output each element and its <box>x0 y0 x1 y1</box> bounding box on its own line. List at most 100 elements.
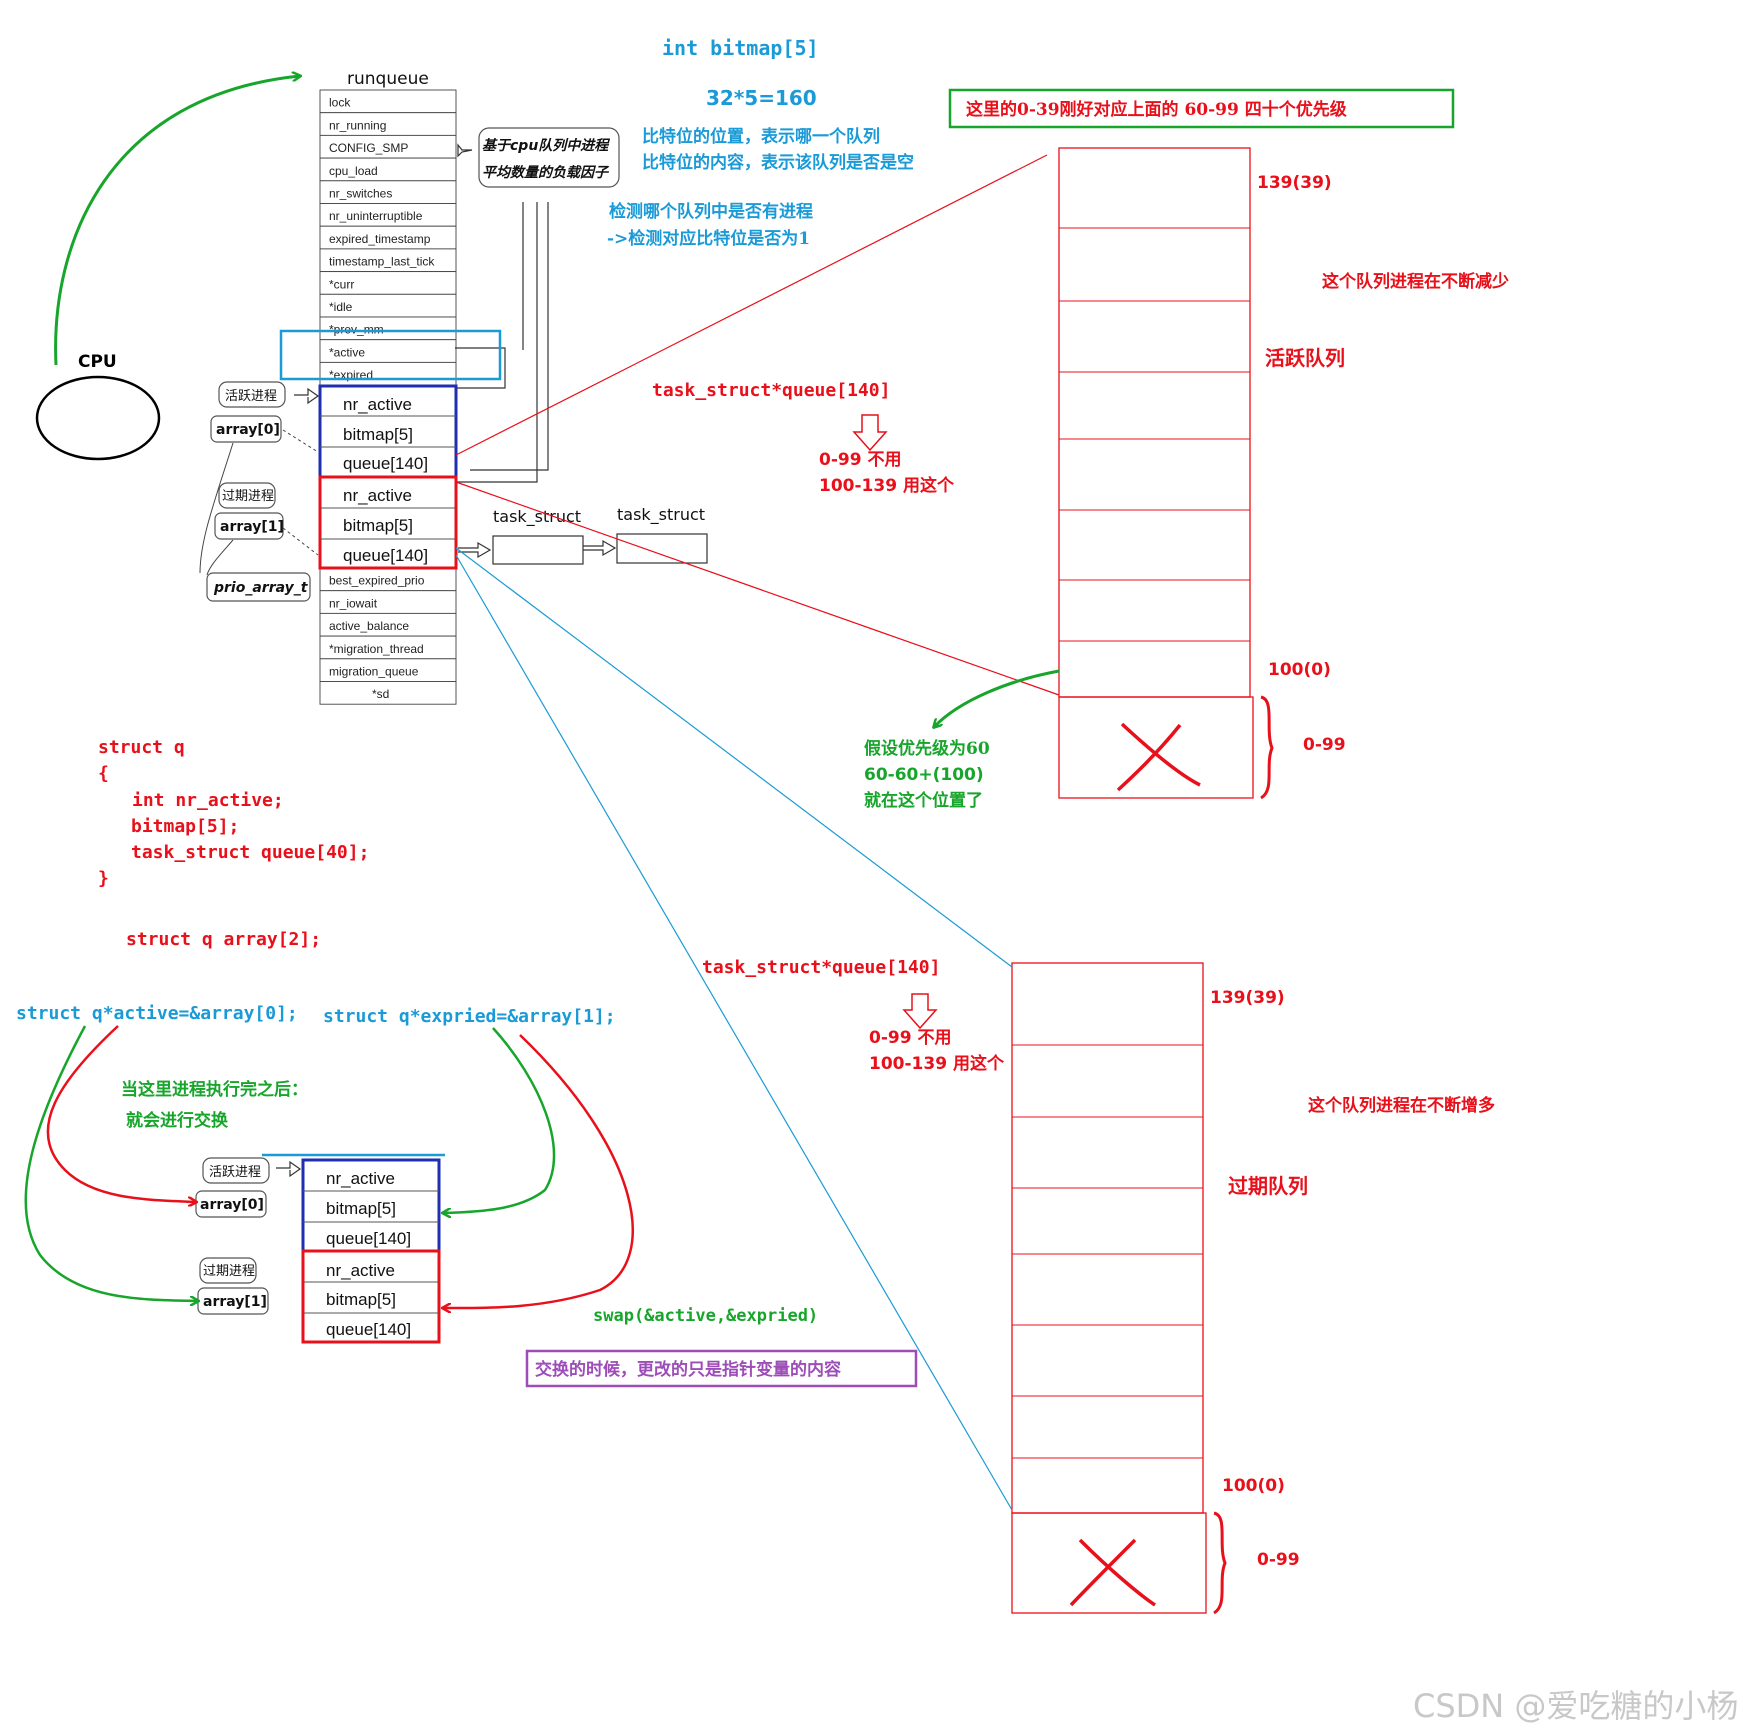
queue-decl-top: task_struct*queue[140] <box>652 380 890 401</box>
bottom-array1-label: array[1] <box>203 1294 267 1310</box>
active-queue-name: 活跃队列 <box>1265 346 1345 370</box>
active-queue <box>1058 147 1274 800</box>
used-note-top: 100-139 用这个 <box>819 475 955 496</box>
down-arrow-bottom <box>902 993 938 1030</box>
runqueue-title: runqueue <box>347 69 429 89</box>
active-pointer-decl: struct q*active=&array[0]; <box>16 1003 298 1024</box>
prio-labels-top: 活跃进程 array[0] 过期进程 array[1] prio_array_t <box>199 381 320 602</box>
expired-queue-name: 过期队列 <box>1228 1174 1308 1198</box>
bottom-active-bitmap: bitmap[5] <box>326 1199 396 1218</box>
assume-priority-2: 60-60+(100) <box>864 765 984 785</box>
bitmap-declaration: int bitmap[5] <box>662 36 819 60</box>
queue-decl-bottom: task_struct*queue[140] <box>702 957 940 978</box>
runqueue-bottom-field: *sd <box>372 687 389 701</box>
unused-note-top: 0-99 不用 <box>819 450 901 470</box>
active-queue-link-top <box>455 154 1048 456</box>
runqueue-top-field: *prev_mm <box>329 323 384 337</box>
active-queue-top-label: 139(39) <box>1257 173 1332 193</box>
mapping-note-box: 这里的0-39刚好对应上面的 60-99 四十个优先级 <box>948 88 1455 129</box>
runqueue-top-field: expired_timestamp <box>329 232 431 246</box>
swap-arrows <box>24 1025 634 1308</box>
swap-call: swap(&active,&expried) <box>593 1306 818 1326</box>
expired-queue-trend: 这个队列进程在不断增多 <box>1308 1095 1495 1116</box>
runqueue-bottom-field: nr_iowait <box>329 596 378 610</box>
detect-note-2: ->检测对应比特位是否为1 <box>607 228 810 249</box>
bottom-expired-bitmap: bitmap[5] <box>326 1290 396 1309</box>
expired-nr-active: nr_active <box>343 486 412 505</box>
runqueue-connector-lines <box>455 202 549 483</box>
active-process-label: 活跃进程 <box>225 389 277 404</box>
bottom-active-queue: queue[140] <box>326 1229 411 1248</box>
code-line-3: int nr_active; <box>132 790 284 811</box>
runqueue-bottom-field: best_expired_prio <box>329 574 425 588</box>
expired-queue-bottom-label: 100(0) <box>1222 1476 1285 1496</box>
runqueue-bottom-field: *migration_thread <box>329 642 424 656</box>
runqueue-top-field: nr_uninterruptible <box>329 209 423 223</box>
runqueue-top-field: cpu_load <box>329 164 378 178</box>
runqueue-fields-bottom: best_expired_prio nr_iowait active_balance… <box>319 567 457 705</box>
expired-queue-link-bottom <box>455 554 1013 1511</box>
expired-queue-top-label: 139(39) <box>1210 988 1285 1008</box>
runqueue-top-field: *active <box>329 345 365 359</box>
swap-note-box: 交换的时候，更改的只是指针变量的内容 <box>525 1349 918 1388</box>
down-arrow-top <box>852 414 888 452</box>
expired-process-label: 过期进程 <box>222 489 274 504</box>
runqueue-top-field: timestamp_last_tick <box>329 255 435 269</box>
bottom-prio-array-expired: nr_active bitmap[5] queue[140] <box>301 1249 441 1344</box>
runqueue-bottom-field: active_balance <box>329 619 409 633</box>
watermark: CSDN @爱吃糖的小杨 <box>1413 1687 1738 1725</box>
code-line-5: task_struct queue[40]; <box>131 842 369 863</box>
task-struct-label-1: task_struct <box>493 507 581 527</box>
cpu-to-runqueue-arrow <box>54 76 300 366</box>
bottom-active-nr-active: nr_active <box>326 1169 395 1188</box>
after-exec-note-2: 就会进行交换 <box>126 1110 229 1131</box>
assume-priority-1: 假设优先级为60 <box>864 738 990 759</box>
load-note-line1: 基于cpu队列中进程 <box>482 137 610 154</box>
active-nr-active: nr_active <box>343 395 412 414</box>
prio-array-expired: nr_active bitmap[5] queue[140] <box>318 475 458 570</box>
bottom-expired-process-label: 过期进程 <box>203 1264 255 1279</box>
bit-position-note: 比特位的位置，表示哪一个队列 <box>642 126 880 147</box>
runqueue-top-field: lock <box>329 96 351 110</box>
active-queue-reserved-label: 0-99 <box>1303 735 1346 755</box>
active-queue: queue[140] <box>343 454 428 473</box>
runqueue-top-field: nr_running <box>329 118 386 132</box>
bit-content-note: 比特位的内容，表示该队列是否是空 <box>642 152 914 173</box>
active-bitmap: bitmap[5] <box>343 425 413 444</box>
runqueue-bottom-field: migration_queue <box>329 665 419 679</box>
code-line-1: struct q <box>98 737 185 758</box>
array1-label: array[1] <box>220 519 284 535</box>
expired-bitmap: bitmap[5] <box>343 516 413 535</box>
bottom-expired-queue: queue[140] <box>326 1320 411 1339</box>
runqueue-bottom-row <box>319 681 457 705</box>
prio-array-active: nr_active bitmap[5] queue[140] <box>318 384 458 479</box>
expired-pointer-decl: struct q*expried=&array[1]; <box>323 1006 616 1027</box>
task-struct-label-2: task_struct <box>617 505 705 525</box>
code-line-6: } <box>98 868 109 889</box>
active-expired-highlight <box>279 329 502 381</box>
code-line-2: { <box>98 763 109 784</box>
load-factor-note: 基于cpu队列中进程 平均数量的负载因子 <box>457 127 620 188</box>
runqueue-top-field: nr_switches <box>329 187 392 201</box>
load-note-line2: 平均数量的负载因子 <box>482 164 610 181</box>
active-queue-trend: 这个队列进程在不断减少 <box>1322 271 1509 292</box>
runqueue-top-field: CONFIG_SMP <box>329 141 408 155</box>
active-queue-bottom-label: 100(0) <box>1268 660 1331 680</box>
assume-priority-3: 就在这个位置了 <box>864 790 983 811</box>
unused-note-bottom: 0-99 不用 <box>869 1028 951 1048</box>
expired-queue: queue[140] <box>343 546 428 565</box>
array-declaration: struct q array[2]; <box>126 929 321 950</box>
priority-60-arrow <box>934 669 1060 727</box>
bottom-array0-label: array[0] <box>200 1197 264 1213</box>
struct-q-code: struct q { int nr_active; bitmap[5]; tas… <box>98 737 369 950</box>
detect-note-1: 检测哪个队列中是否有进程 <box>609 201 813 222</box>
task-struct-chain: task_struct task_struct <box>458 505 708 565</box>
bottom-expired-nr-active: nr_active <box>326 1261 395 1280</box>
bottom-active-process-label: 活跃进程 <box>209 1165 261 1180</box>
code-line-4: bitmap[5]; <box>131 816 239 837</box>
expired-queue-reserved-label: 0-99 <box>1257 1550 1300 1570</box>
bottom-prio-array-active: nr_active bitmap[5] queue[140] <box>301 1158 441 1253</box>
expired-queue-link-top <box>455 547 1013 968</box>
